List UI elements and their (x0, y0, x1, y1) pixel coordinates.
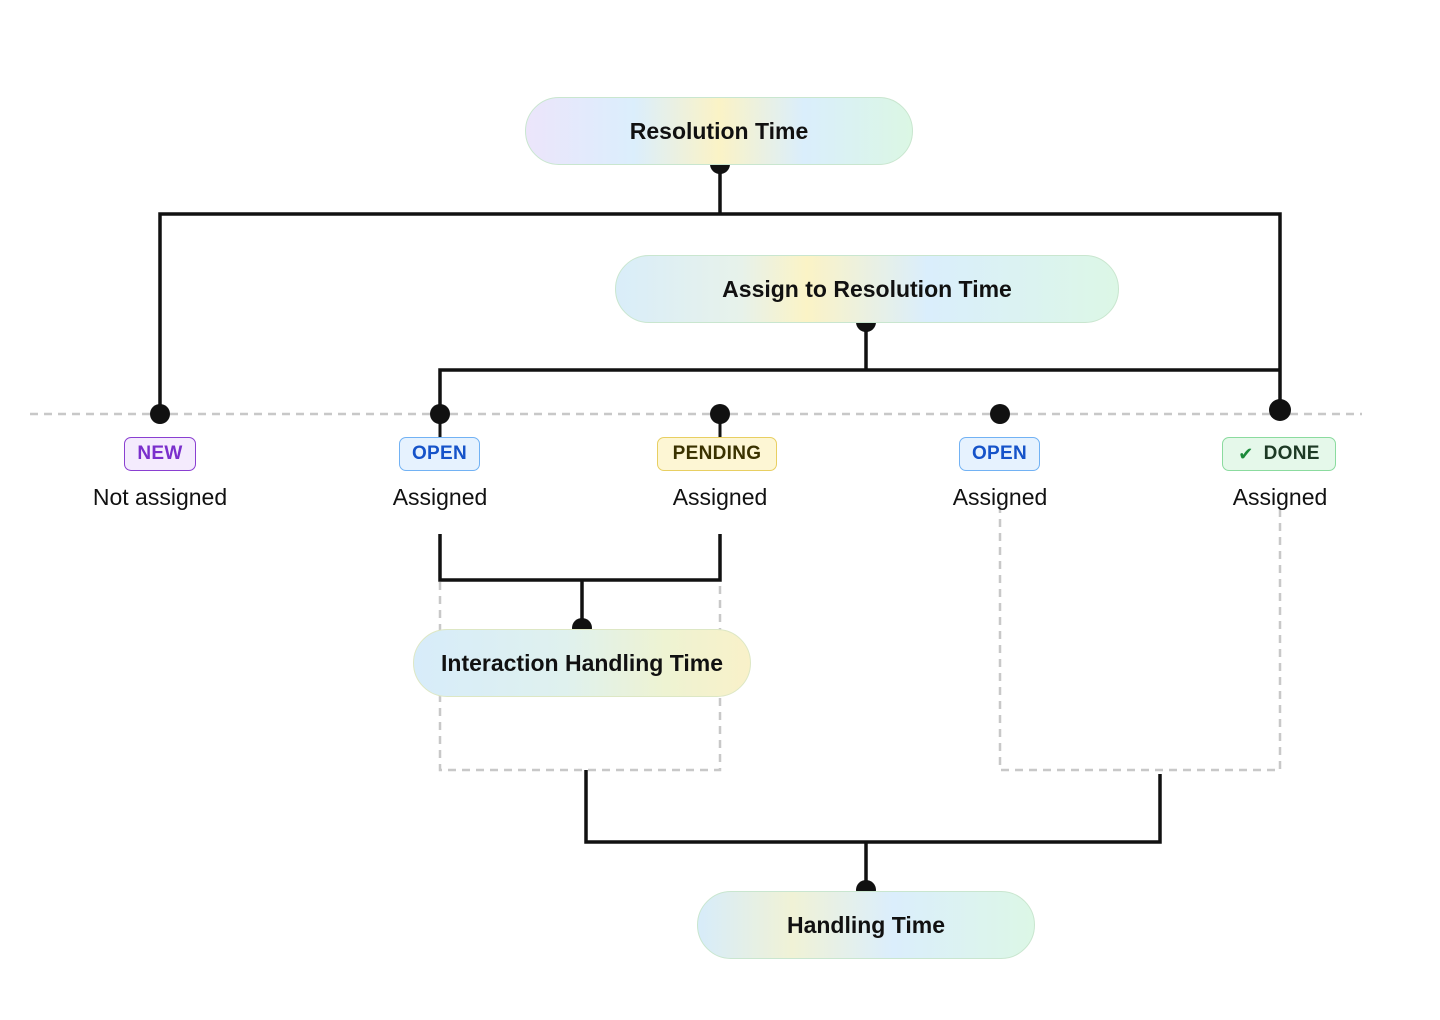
resolution-time-label: Resolution Time (629, 117, 809, 144)
interaction-handling-time-node: Interaction Handling Time (413, 629, 751, 697)
interaction-handling-time-label: Interaction Handling Time (441, 649, 723, 676)
status-badge-done: ✔ DONE (1222, 437, 1336, 471)
status-badge-open-1: OPEN (399, 437, 480, 471)
state-caption-open-2: Assigned (952, 484, 1048, 510)
status-badge-open-2: OPEN (959, 437, 1040, 471)
pending-state-dot (710, 404, 730, 424)
state-caption-new: Not assigned (92, 484, 228, 510)
open-state-dot-2 (990, 404, 1010, 424)
interaction-handling-connector (438, 534, 722, 628)
handling-time-node: Handling Time (697, 891, 1035, 959)
state-caption-done: Assigned (1232, 484, 1328, 510)
done-state-dot (1269, 399, 1291, 421)
handling-time-connector (584, 770, 1162, 890)
resolution-time-node: Resolution Time (525, 97, 913, 165)
handling-time-label: Handling Time (786, 911, 946, 938)
badge-stubs (438, 414, 722, 437)
open-done-group-box (998, 505, 1282, 772)
assign-to-resolution-time-label: Assign to Resolution Time (722, 275, 1012, 302)
state-caption-open-1: Assigned (392, 484, 488, 510)
status-badge-new: NEW (124, 437, 196, 471)
assign-resolution-connector (438, 322, 1280, 414)
assign-to-resolution-time-node: Assign to Resolution Time (615, 255, 1119, 323)
state-caption-pending: Assigned (672, 484, 768, 510)
status-badge-pending: PENDING (657, 437, 777, 471)
check-icon: ✔ (1238, 443, 1254, 464)
open-state-dot-1 (430, 404, 450, 424)
new-state-dot (150, 404, 170, 424)
